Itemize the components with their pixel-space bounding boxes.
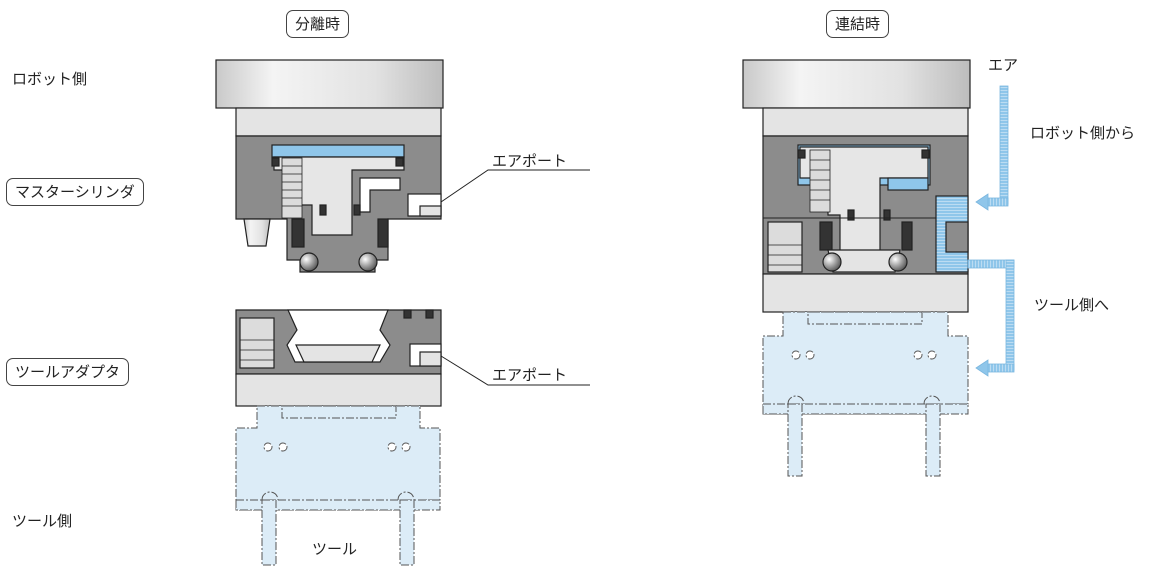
tool-left (235, 405, 441, 566)
label-master-cylinder: マスターシリンダ (6, 178, 144, 206)
lock-ball-right-1 (822, 252, 842, 272)
adapter-pin-bore-right (767, 221, 803, 273)
label-air-port-adapter: エアポート (492, 366, 568, 384)
tool-right (762, 311, 969, 477)
adapter-plate-left (235, 373, 442, 407)
label-air: エア (988, 56, 1019, 74)
label-air-port-master: エアポート (492, 152, 568, 170)
connected-assembly (742, 59, 971, 477)
adapter-pin-bore-left (239, 317, 275, 369)
adapter-plate-right (762, 273, 969, 313)
robot-flange-left (215, 59, 444, 109)
lock-ball-right-2 (888, 252, 908, 272)
robot-plate-right (762, 107, 969, 137)
air-flow-in (975, 85, 1009, 211)
label-tool-side: ツール側 (12, 512, 73, 530)
spring-left (281, 157, 303, 219)
label-tool: ツール (312, 540, 358, 558)
label-tool-adapter: ツールアダプタ (6, 358, 130, 386)
label-robot-side: ロボット側 (12, 70, 88, 88)
label-to-tool: ツール側へ (1034, 296, 1110, 314)
air-chamber-left (271, 144, 405, 158)
robot-plate-left (235, 107, 442, 137)
callout-lines-left (440, 169, 590, 386)
label-from-robot: ロボット側から (1030, 124, 1136, 142)
air-flow-out (967, 259, 1015, 377)
header-connected: 連結時 (826, 10, 890, 38)
lock-pin-left (243, 218, 271, 247)
robot-flange-right (742, 59, 971, 109)
header-separated: 分離時 (286, 10, 350, 38)
separated-assembly (215, 59, 590, 566)
lock-ball-left-2 (358, 252, 378, 272)
lock-ball-left-1 (299, 252, 319, 272)
